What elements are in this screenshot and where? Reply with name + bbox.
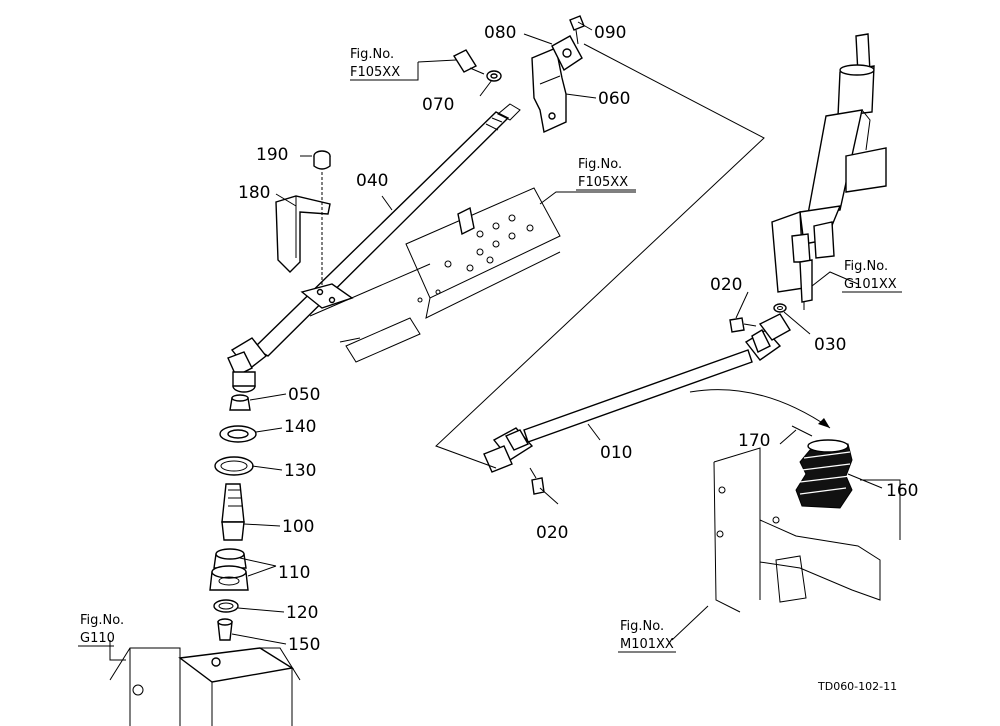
callout-labels: 080 090 060 070 190 180 040 020 030 010 … [238, 23, 918, 655]
bolt-020-right [729, 317, 757, 333]
fig-ref-f105-top-line1: Fig.No. [350, 47, 394, 62]
steering-column [771, 33, 887, 310]
callout-110: 110 [278, 563, 310, 583]
fig-ref-g101: Fig.No. G101XX [842, 259, 902, 293]
callout-150: 150 [288, 635, 320, 655]
left-universal-joint [483, 427, 534, 473]
callout-120: 120 [286, 603, 318, 623]
callout-180: 180 [238, 183, 270, 203]
shaft-010 [523, 349, 753, 443]
fig-ref-g110-line2: G110 [80, 631, 115, 646]
fig-ref-f105-mid: Fig.No. F105XX [576, 157, 636, 191]
right-universal-joint [744, 313, 791, 361]
callout-090: 090 [594, 23, 626, 43]
callout-060: 060 [598, 89, 630, 109]
frame-plate [309, 187, 561, 363]
fig-ref-g101-line2: G101XX [844, 277, 897, 292]
callout-070: 070 [422, 95, 454, 115]
fig-ref-m101: Fig.No. M101XX [618, 619, 676, 653]
pin-150 [217, 618, 233, 641]
callout-130: 130 [284, 461, 316, 481]
drawing-code: TD060-102-11 [817, 680, 897, 693]
fig-ref-g110-line1: Fig.No. [80, 613, 124, 628]
fig-ref-f105-mid-line2: F105XX [578, 175, 628, 190]
snap-ring-120 [213, 599, 239, 613]
fig-ref-m101-line1: Fig.No. [620, 619, 664, 634]
washer-070 [486, 70, 502, 82]
snap-ring-130 [214, 456, 254, 476]
upper-universal-joint [227, 337, 267, 393]
fig-ref-f105-top-line2: F105XX [350, 65, 400, 80]
callout-170: 170 [738, 431, 770, 451]
dash-frame [713, 447, 901, 613]
bracket-180 [275, 195, 331, 273]
figure-references: Fig.No. F105XX Fig.No. F105XX Fig.No. G1… [78, 47, 902, 653]
fig-ref-m101-line2: M101XX [620, 637, 674, 652]
callout-080: 080 [484, 23, 516, 43]
callout-020-left: 020 [536, 523, 568, 543]
arrow-to-boot [689, 389, 831, 437]
callout-100: 100 [282, 517, 314, 537]
callout-030: 030 [814, 335, 846, 355]
bolt-f105 [452, 49, 485, 75]
callout-010: 010 [600, 443, 632, 463]
washer-030 [773, 303, 787, 313]
callout-190: 190 [256, 145, 288, 165]
cap-190 [313, 150, 331, 294]
shaft-100 [221, 483, 245, 541]
base-frame-g110 [109, 647, 301, 726]
washer-140 [219, 425, 257, 443]
callout-050: 050 [288, 385, 320, 405]
callout-020-right: 020 [710, 275, 742, 295]
fig-ref-g110: Fig.No. G110 [78, 613, 124, 647]
bushing-050 [229, 394, 251, 411]
dust-boot-160 [795, 439, 853, 509]
fig-ref-g101-line1: Fig.No. [844, 259, 888, 274]
callout-160: 160 [886, 481, 918, 501]
assembly-guide-lines [435, 43, 765, 469]
leader-lines [109, 21, 883, 661]
plate-080 [551, 35, 583, 72]
callout-040: 040 [356, 171, 388, 191]
bearing-110 [209, 548, 249, 591]
fig-ref-f105-top: Fig.No. F105XX [350, 47, 419, 81]
callout-140: 140 [284, 417, 316, 437]
fig-ref-f105-mid-line1: Fig.No. [578, 157, 622, 172]
